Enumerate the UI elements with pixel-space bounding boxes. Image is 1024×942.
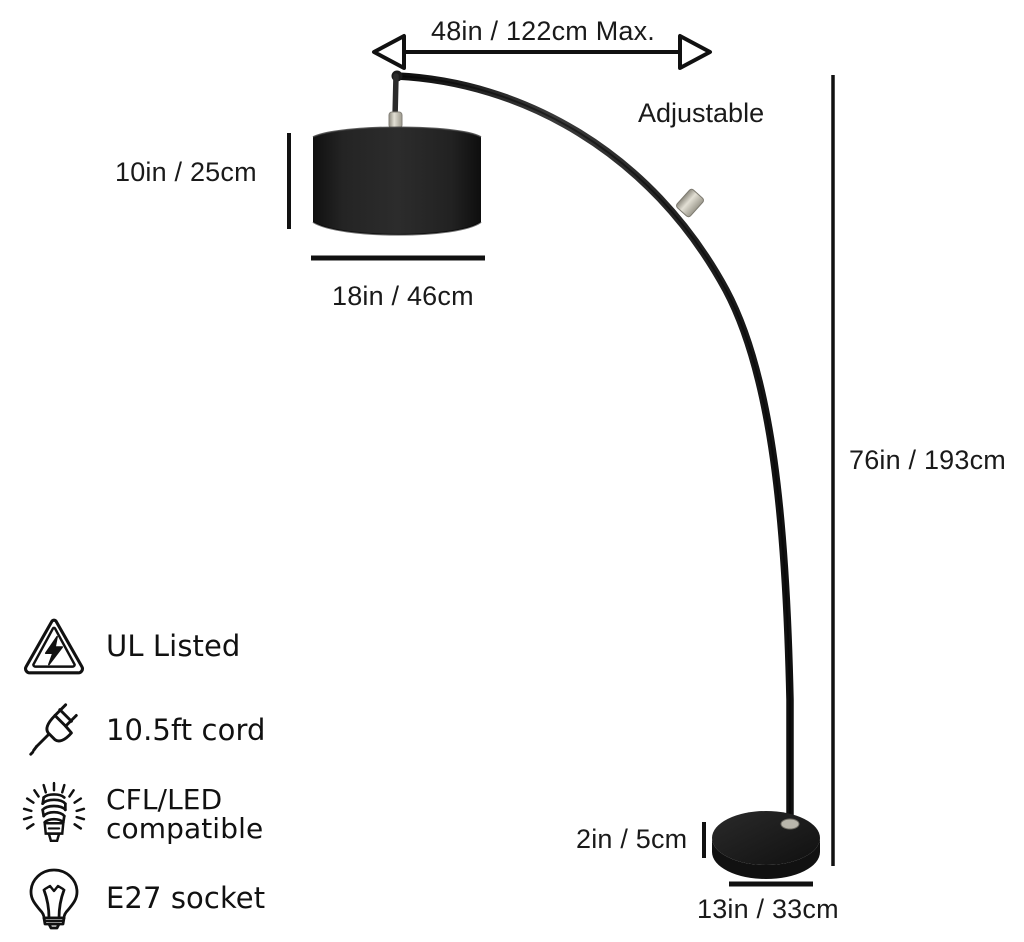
ul-listed-warning-icon <box>14 606 94 686</box>
feature-label: E27 socket <box>106 880 266 915</box>
arrow-head-left-icon <box>372 34 406 70</box>
shade-height-label: 10in / 25cm <box>115 157 257 187</box>
feature-label-line2: compatible <box>106 812 264 845</box>
base-top <box>712 811 820 865</box>
adjustable-connector-icon <box>676 188 704 218</box>
lamp-shade-assembly <box>312 73 482 236</box>
base-edge <box>712 838 820 879</box>
reach-dimension-arrow <box>372 34 712 70</box>
reach-dimension-label: 48in / 122cm Max. <box>431 16 656 46</box>
feature-item-e27-socket: E27 socket <box>14 856 344 940</box>
adjustable-annotation: Adjustable <box>638 98 765 128</box>
feature-label: CFL/LED compatible <box>94 785 263 843</box>
lamp-base <box>712 811 820 879</box>
light-bulb-icon <box>14 858 94 938</box>
lamp-arc-pole <box>391 70 794 828</box>
shade-fitter-icon <box>388 111 403 129</box>
feature-item-cord-length: 10.5ft cord <box>14 688 344 772</box>
base-height-label: 2in / 5cm <box>576 824 688 854</box>
base-collar-icon <box>780 818 800 830</box>
arrow-head-right-icon <box>678 34 712 70</box>
feature-item-ul-listed: UL Listed <box>14 604 344 688</box>
shade-width-label: 18in / 46cm <box>332 281 474 311</box>
cfl-bulb-icon <box>14 774 94 854</box>
feature-item-cfl-led: CFL/LED compatible <box>14 772 344 856</box>
feature-label: UL Listed <box>106 628 241 663</box>
feature-label: 10.5ft cord <box>106 712 266 747</box>
shade-drop-rod <box>392 73 399 121</box>
base-width-label: 13in / 33cm <box>697 894 839 924</box>
total-height-label: 76in / 193cm <box>849 445 1006 475</box>
feature-list: UL Listed 10.5ft cord <box>14 604 344 940</box>
lamp-shade <box>313 127 481 235</box>
feature-label-line1: CFL/LED <box>106 782 223 816</box>
power-plug-icon <box>14 690 94 770</box>
